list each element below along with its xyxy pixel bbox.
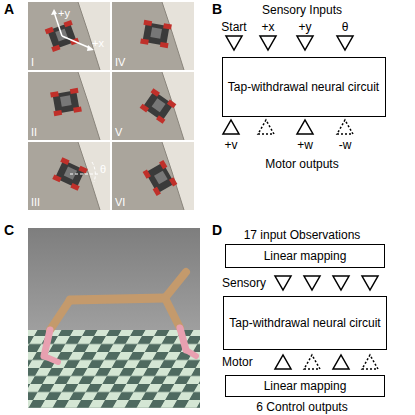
text-label: +y (58, 6, 70, 20)
text-label: +v (224, 138, 237, 152)
panel-letter: D (212, 222, 222, 238)
box-text: Tap-withdrawal neural circuit (229, 316, 380, 330)
panel-letter: A (4, 1, 14, 17)
circuit-box: Tap-withdrawal neural circuit (222, 57, 386, 117)
box-text: Linear mapping (264, 249, 347, 263)
text-label: Motor (222, 355, 253, 369)
text-label: +x (92, 36, 104, 50)
text-label: V (115, 125, 122, 139)
box-text: Linear mapping (264, 379, 347, 393)
panel-letter: B (212, 1, 222, 17)
text-label: Sensory (222, 276, 266, 290)
circuit-box: Linear mapping (225, 375, 385, 397)
box-text: Tap-withdrawal neural circuit (228, 80, 379, 94)
text-label: Start (221, 20, 246, 34)
text-label: Motor outputs (265, 157, 338, 171)
text-label: +x (261, 20, 274, 34)
text-label: θ (100, 162, 106, 176)
panel-letter: C (4, 222, 14, 238)
text-label: I (31, 55, 34, 69)
text-label: II (31, 125, 37, 139)
text-label: Sensory Inputs (262, 3, 342, 17)
text-label: VI (115, 195, 125, 209)
text-label: +y (298, 20, 311, 34)
circuit-box: Tap-withdrawal neural circuit (223, 296, 387, 350)
text-label: III (31, 195, 40, 209)
text-label: 6 Control outputs (256, 400, 347, 414)
text-label: 17 input Observations (244, 228, 361, 242)
text-label: θ (342, 20, 349, 34)
circuit-box: Linear mapping (225, 244, 385, 268)
text-label: IV (115, 55, 125, 69)
text-label: +w (297, 138, 313, 152)
text-label: -w (339, 138, 352, 152)
